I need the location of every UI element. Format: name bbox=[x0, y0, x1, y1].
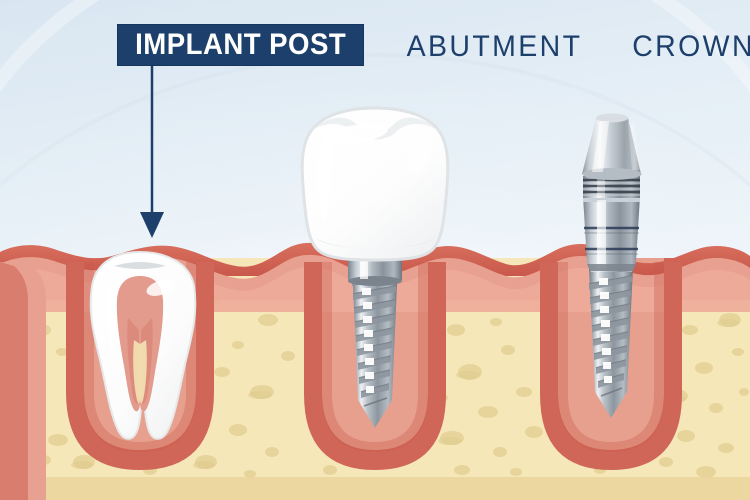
implant-center bbox=[300, 106, 450, 428]
implant-body-right bbox=[583, 196, 640, 272]
bone-base-band bbox=[0, 477, 750, 500]
implant-right bbox=[582, 113, 642, 418]
label-implant-post-text: IMPLANT POST bbox=[135, 28, 346, 61]
natural-tooth bbox=[89, 250, 197, 440]
abutment-cone-right bbox=[582, 113, 642, 180]
abutment-threaded-collar-right bbox=[583, 176, 640, 198]
crown-center bbox=[300, 106, 450, 262]
implant-post-screw-right bbox=[588, 268, 633, 418]
label-crown: CROWN bbox=[632, 30, 750, 63]
label-abutment: ABUTMENT bbox=[406, 30, 583, 63]
background-arcs bbox=[0, 0, 750, 93]
periodontal-ligaments bbox=[66, 262, 682, 470]
label-implant-post: IMPLANT POST bbox=[117, 24, 364, 66]
